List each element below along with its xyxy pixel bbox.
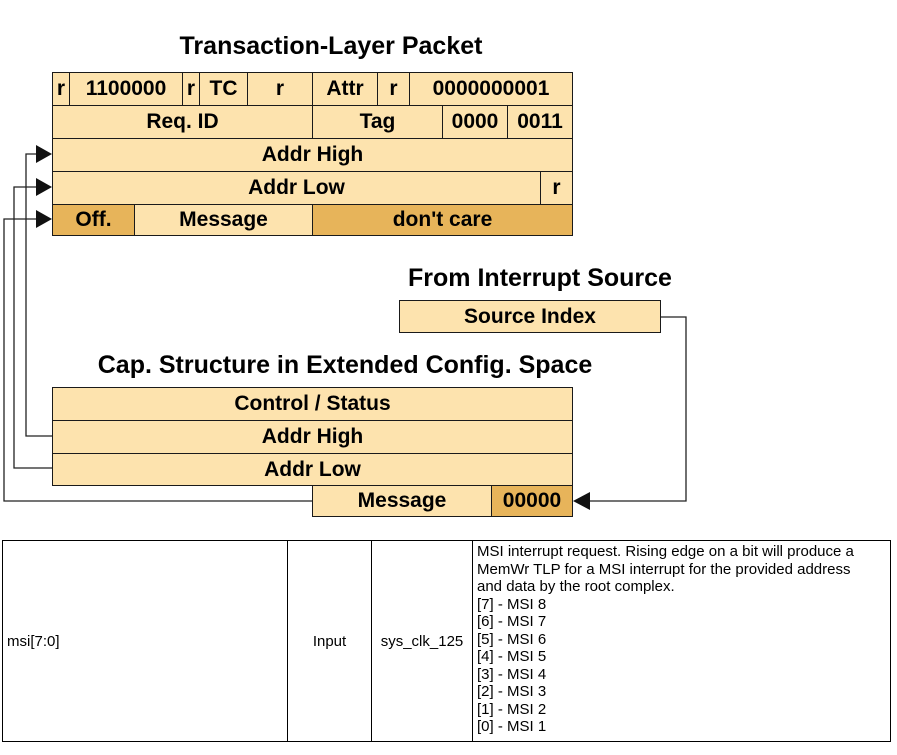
signal-description-cell: MSI interrupt request. Rising edge on a … — [472, 540, 891, 742]
cap-message-field: Message — [312, 485, 492, 517]
description-line: MSI interrupt request. Rising edge on a … — [477, 543, 854, 560]
tlp-title: Transaction-Layer Packet — [179, 32, 483, 60]
tlp-first-be-field: 0011 — [507, 105, 573, 139]
arrow-right-icon — [36, 210, 52, 228]
tlp-offset-field: Off. — [52, 204, 135, 236]
signal-direction-cell: Input — [287, 540, 372, 742]
tlp-message-field: Message — [134, 204, 313, 236]
description-line: [1] - MSI 2 — [477, 700, 547, 718]
description-line: [7] - MSI 8 — [477, 595, 547, 613]
tlp-r-field: r — [377, 72, 410, 106]
tlp-fmt-type-field: 1100000 — [69, 72, 183, 106]
description-line: [5] - MSI 6 — [477, 630, 547, 648]
signal-name-cell: msi[7:0] — [2, 540, 288, 742]
description-line: [0] - MSI 1 — [477, 718, 547, 735]
source-index-field: Source Index — [399, 300, 661, 333]
cap-structure-title: Cap. Structure in Extended Config. Space — [97, 351, 593, 379]
cap-message-zeros-field: 00000 — [491, 485, 573, 517]
message-wire — [3, 218, 312, 502]
source-title: From Interrupt Source — [408, 264, 672, 292]
description-line: [3] - MSI 4 — [477, 665, 547, 683]
tlp-attr-field: Attr — [312, 72, 378, 106]
description-line: [4] - MSI 5 — [477, 648, 547, 665]
source-index-wire — [590, 316, 687, 502]
description-line: [6] - MSI 7 — [477, 613, 547, 630]
arrow-right-icon — [36, 145, 52, 163]
tlp-tc-field: TC — [199, 72, 248, 106]
description-line: [2] - MSI 3 — [477, 683, 547, 700]
tlp-req-id-field: Req. ID — [52, 105, 313, 139]
tlp-r-field: r — [247, 72, 313, 106]
cap-control-status-field: Control / Status — [52, 387, 573, 421]
arrow-right-icon — [36, 178, 52, 196]
addr-low-wire — [13, 186, 52, 469]
signal-clock-cell: sys_clk_125 — [371, 540, 473, 742]
arrow-left-icon — [573, 492, 590, 510]
tlp-tag-field: Tag — [312, 105, 443, 139]
description-line: and data by the root complex. — [477, 578, 675, 595]
tlp-addr-low-field: Addr Low — [52, 171, 541, 205]
table-row: msi[7:0] Input sys_clk_125 MSI interrupt… — [2, 540, 891, 742]
connector-wires — [3, 145, 687, 510]
description-line: MemWr TLP for a MSI interrupt for the pr… — [477, 560, 851, 578]
tlp-dont-care-field: don't care — [312, 204, 573, 236]
addr-high-wire — [25, 153, 52, 437]
signal-table: msi[7:0] Input sys_clk_125 MSI interrupt… — [2, 540, 891, 742]
